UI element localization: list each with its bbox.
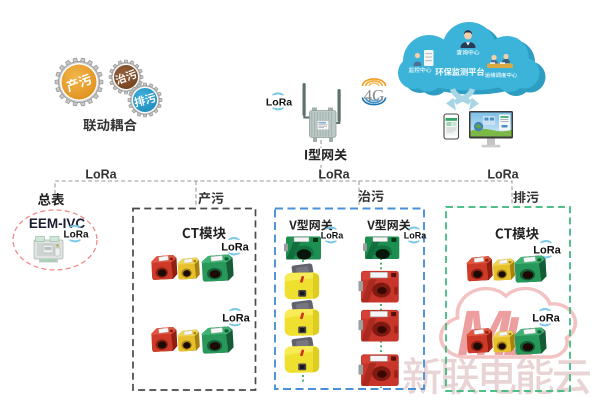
svg-text:LoRa: LoRa	[266, 97, 292, 109]
svg-text:LoRa: LoRa	[318, 168, 350, 182]
svg-text:LoRa: LoRa	[221, 242, 249, 254]
svg-text:LoRa: LoRa	[85, 168, 117, 182]
svg-text:LoRa: LoRa	[487, 168, 519, 182]
svg-text:4G: 4G	[364, 86, 385, 105]
svg-text:LoRa: LoRa	[64, 230, 89, 241]
svg-text:LoRa: LoRa	[321, 231, 344, 241]
svg-text:LoRa: LoRa	[532, 313, 560, 325]
svg-text:LoRa: LoRa	[404, 231, 427, 241]
svg-text:LoRa: LoRa	[222, 313, 250, 325]
svg-text:LoRa: LoRa	[533, 245, 561, 257]
